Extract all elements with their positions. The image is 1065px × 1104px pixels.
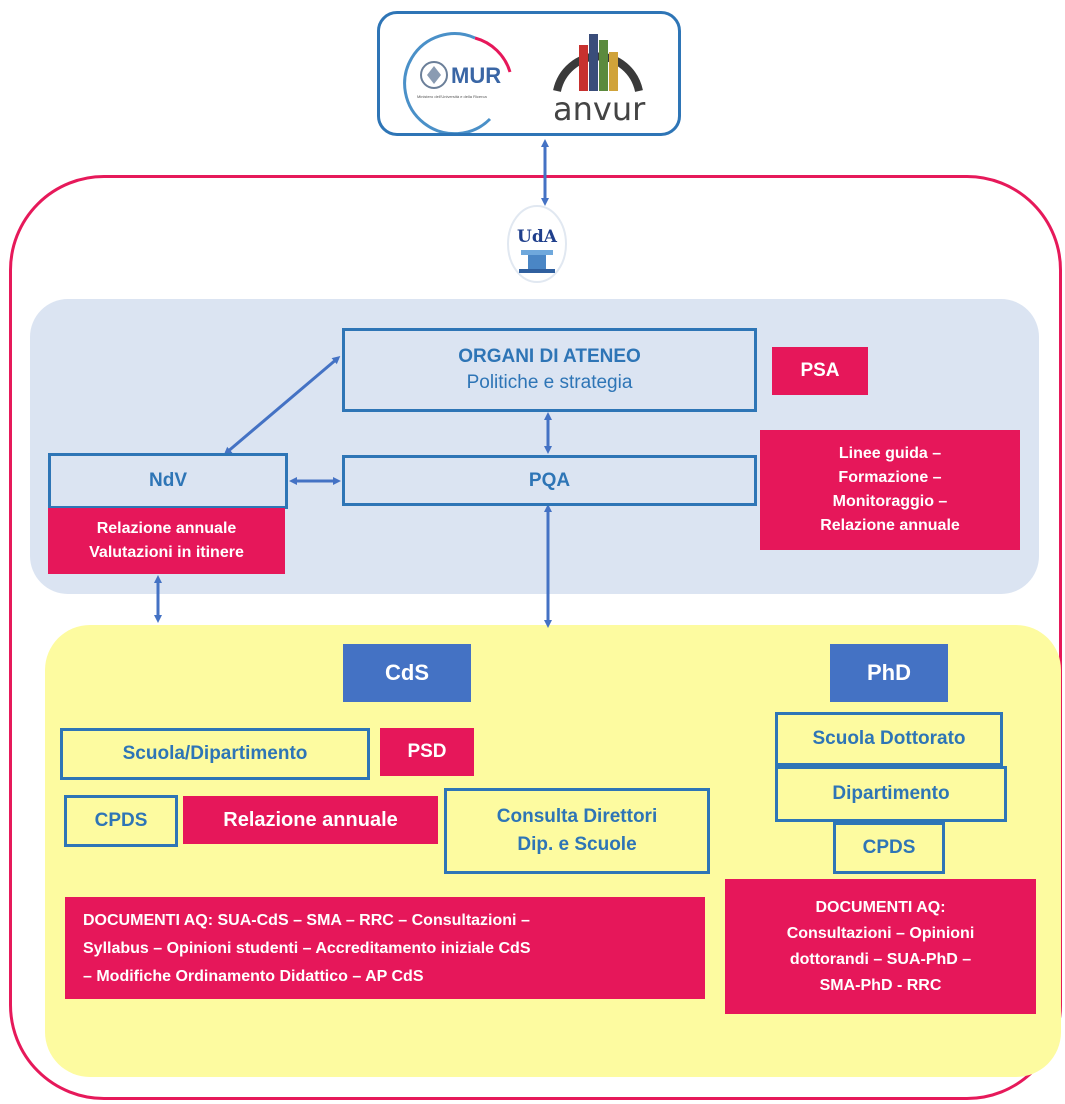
cpds-cds-box: CPDS [64,795,178,847]
psa-label: PSA [800,360,840,381]
ndv-documents-box: Relazione annuale Valutazioni in itinere [48,508,285,574]
dipartimento-phd-label: Dipartimento [832,783,950,804]
pqa-doc-line: Linee guida – [838,445,942,462]
ndv-doc-line: Relazione annuale [96,520,237,537]
university-frame [9,175,1062,1100]
ndv-box: NdV [48,453,288,509]
organi-subtitle: Politiche e strategia [466,372,633,393]
uda-logo-svg: UdA [507,205,567,283]
psd-label: PSD [407,741,447,762]
mur-logo-subtext: Ministero dell'Università e della Ricerc… [417,94,487,99]
cds-title-label: CdS [385,660,429,685]
anvur-logo-text: anvur [553,90,646,128]
scuola-dipartimento-box: Scuola/Dipartimento [60,728,370,780]
organi-di-ateneo-box: ORGANI DI ATENEO Politiche e strategia [342,328,757,412]
uda-logo: UdA [506,204,568,286]
phd-doc-line: SMA-PhD - RRC [819,976,942,994]
relazione-annuale-box: Relazione annuale [183,796,438,844]
relazione-annuale-label: Relazione annuale [223,808,398,831]
cpds-phd-box: CPDS [833,822,945,874]
pqa-label: PQA [528,469,571,491]
scuola-dipartimento-label: Scuola/Dipartimento [122,743,308,764]
phd-documenti-aq-box: DOCUMENTI AQ: Consultazioni – Opinioni d… [725,879,1036,1014]
consulta-line: Dip. e Scuole [517,834,637,855]
cds-doc-line: – Modifiche Ordinamento Didattico – AP C… [83,968,424,985]
scuola-dottorato-box: Scuola Dottorato [775,712,1003,766]
ministry-agency-logo-box: MUR Ministero dell'Università e della Ri… [377,11,681,136]
uda-logo-text: UdA [517,227,558,247]
pqa-doc-line: Relazione annuale [820,517,960,534]
phd-doc-line: Consultazioni – Opinioni [786,924,975,942]
phd-title-label: PhD [867,660,911,685]
phd-doc-line: dottorandi – SUA-PhD – [789,950,972,968]
consulta-direttori-box: Consulta Direttori Dip. e Scuole [444,788,710,874]
ndv-label: NdV [149,470,187,491]
cpds-cds-label: CPDS [94,810,148,831]
pqa-documents-box: Linee guida – Formazione – Monitoraggio … [760,430,1020,550]
cds-documenti-aq-box: DOCUMENTI AQ: SUA-CdS – SMA – RRC – Cons… [65,897,705,999]
arrow-organi-ndv [223,356,341,455]
anvur-logo: anvur [553,34,646,128]
phd-title: PhD [830,644,948,702]
mur-logo-text: MUR [451,63,501,88]
ndv-doc-line: Valutazioni in itinere [89,544,244,561]
pqa-doc-line: Formazione – [838,469,942,486]
cds-doc-line: Syllabus – Opinioni studenti – Accredita… [83,940,531,957]
phd-doc-line: DOCUMENTI AQ: [815,898,946,916]
pqa-doc-line: Monitoraggio – [832,493,948,510]
organi-title: ORGANI DI ATENEO [458,346,641,367]
psa-box: PSA [772,347,868,395]
scuola-dottorato-label: Scuola Dottorato [812,728,966,749]
consulta-line: Consulta Direttori [496,806,658,827]
cpds-phd-label: CPDS [862,837,916,858]
cds-doc-line: DOCUMENTI AQ: SUA-CdS – SMA – RRC – Cons… [83,912,530,929]
pqa-box: PQA [342,455,757,506]
psd-box: PSD [380,728,474,776]
cds-title: CdS [343,644,471,702]
dipartimento-phd-box: Dipartimento [775,766,1007,822]
